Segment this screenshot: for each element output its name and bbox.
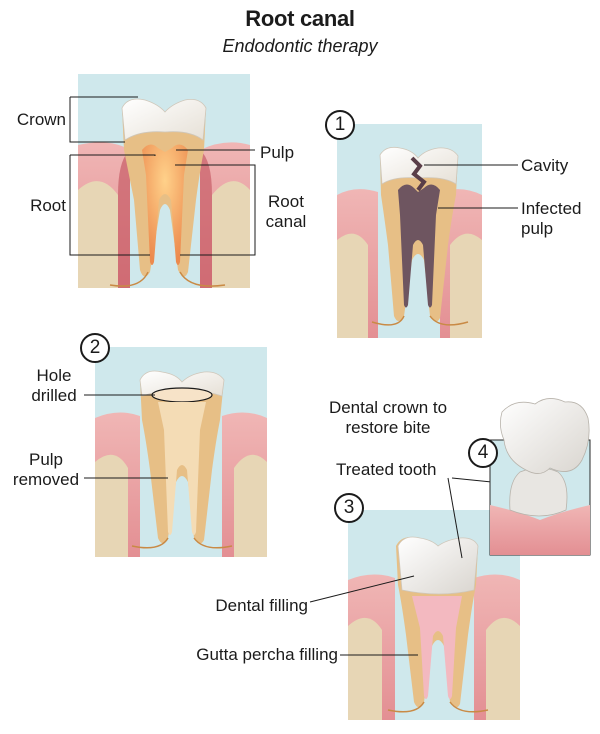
step3-number-badge: 3: [334, 493, 364, 523]
bone-right: [212, 181, 250, 288]
cavity: [410, 156, 427, 192]
dental-filling-label: Dental filling: [215, 596, 308, 615]
step1-panel: [337, 124, 482, 338]
step2-panel: [95, 347, 267, 557]
hole-drilled-label: Hole drilled: [31, 366, 77, 405]
anatomy-brackets: [69, 96, 256, 256]
pulp-chamber: [142, 144, 188, 265]
step4-number-badge: 4: [468, 438, 498, 468]
root-canal-label: Root canal: [265, 192, 307, 231]
dental-crown: [500, 398, 590, 474]
step4-panel: [489, 398, 591, 556]
cavity-label: Cavity: [521, 156, 569, 175]
step1-number-badge: 1: [325, 110, 355, 140]
crown-label: Crown: [16, 110, 66, 129]
step2-number-badge: 2: [80, 333, 110, 363]
bone-left: [78, 181, 118, 288]
step3-panel: [348, 510, 520, 720]
gutta-percha: [412, 596, 462, 699]
treated-tooth-label: Treated tooth: [336, 460, 437, 479]
tooth-enamel: [121, 98, 207, 141]
dental-crown-label: Dental crown to restore bite: [328, 398, 448, 437]
diagram-title: Root canal: [245, 6, 355, 31]
pulp-label: Pulp: [260, 143, 295, 162]
drilled-hole: [151, 387, 213, 403]
treated-tooth-stump: [509, 467, 568, 517]
infected-pulp: [398, 184, 440, 308]
dental-filling: [397, 536, 479, 595]
pulp-removed-label: Pulp removed: [12, 450, 80, 489]
diagram-subtitle: Endodontic therapy: [222, 36, 378, 56]
empty-canal: [158, 402, 206, 535]
root-label: Root: [30, 196, 66, 215]
anatomy-panel: [78, 74, 250, 288]
infected-pulp-label: Infected pulp: [521, 199, 582, 238]
gutta-percha-label: Gutta percha filling: [196, 645, 338, 664]
